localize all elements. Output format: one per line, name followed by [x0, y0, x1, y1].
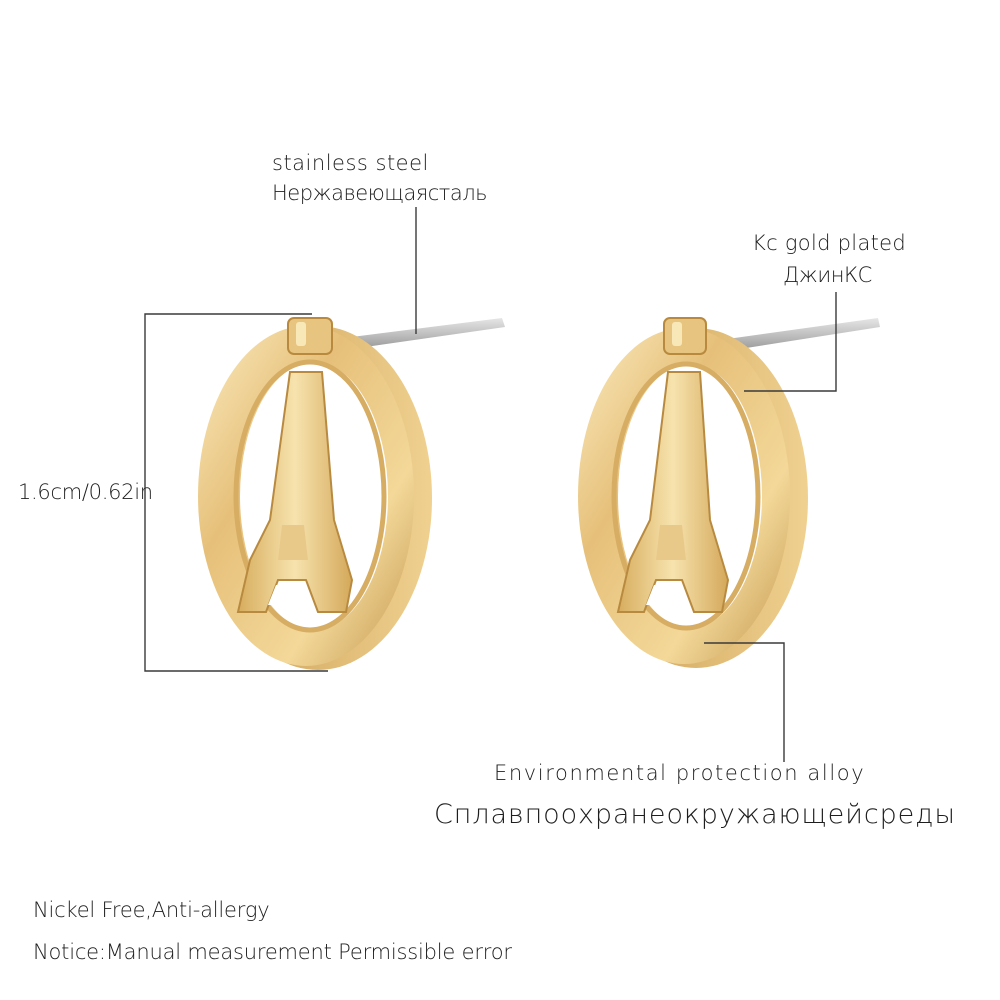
right-bail — [663, 317, 707, 355]
left-steel-post — [328, 318, 505, 352]
gold-plated-label: Kc gold plated — [752, 231, 906, 255]
gold-callout-line — [744, 292, 837, 392]
stainless-steel-label-ru: Нержавеющаясталь — [272, 181, 488, 205]
alloy-label: Environmental protection alloy — [494, 761, 866, 785]
right-eiffel-tower — [616, 371, 730, 613]
nickel-free-note: Nickel Free,Anti-allergy — [33, 898, 270, 922]
right-earring — [578, 317, 880, 668]
size-label: 1.6cm/0.62in — [18, 480, 153, 504]
alloy-callout-line — [704, 642, 785, 762]
measurement-notice: Notice:Manual measurement Permissible er… — [33, 940, 512, 964]
left-bail — [287, 317, 333, 355]
size-dimension-bracket — [144, 313, 328, 672]
left-eiffel-tower — [236, 371, 354, 613]
left-earring — [198, 317, 505, 670]
gold-plated-label-ru: ДжинКС — [783, 263, 872, 287]
stainless-steel-label: stainless steel — [272, 151, 429, 175]
alloy-label-ru: Сплавпоохранеокружающейсреды — [434, 799, 956, 830]
callout-lines — [144, 207, 837, 762]
